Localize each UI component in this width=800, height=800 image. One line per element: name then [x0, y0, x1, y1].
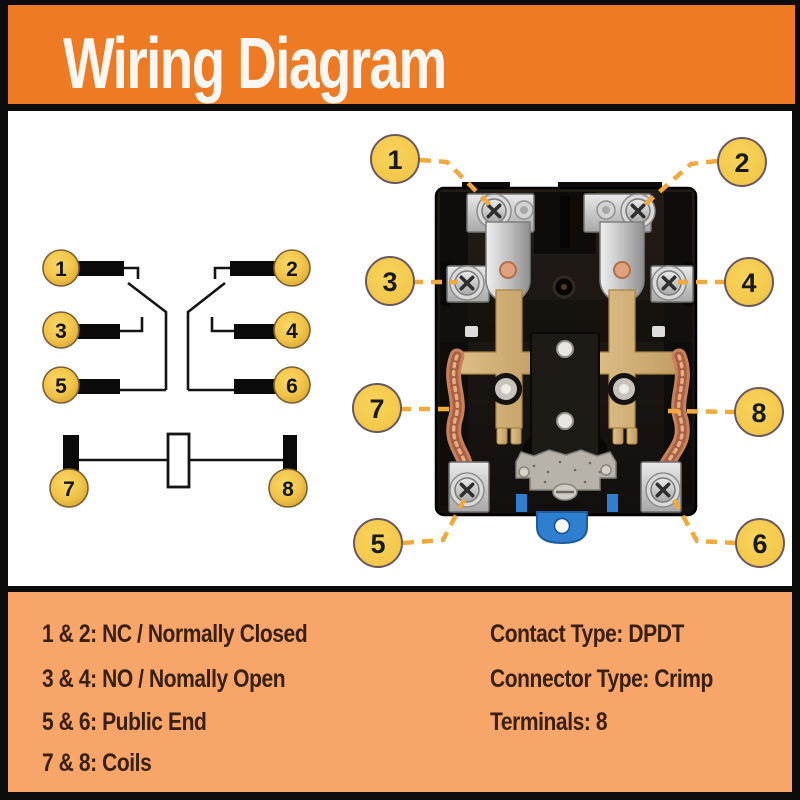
pinout-schematic: 1 2 3 4 5 — [42, 249, 311, 508]
spec-terminals-text: Terminals: 8 — [490, 708, 608, 736]
side-pin-left — [465, 326, 478, 337]
terminal-callout-4: 4 — [724, 257, 774, 307]
svg-text:5: 5 — [55, 375, 67, 398]
copper-braid-right — [655, 348, 690, 480]
callout-line-6 — [672, 498, 737, 546]
pin-callout-6: 6 — [273, 366, 311, 404]
terminal-callout-5: 5 — [353, 518, 403, 568]
svg-text:7: 7 — [63, 478, 75, 501]
legend-item-no-text: 3 & 4: NO / Nomally Open — [42, 665, 286, 693]
pivot-rivet-right — [608, 373, 640, 405]
svg-text:5: 5 — [370, 529, 385, 559]
small-screw-right-center — [602, 206, 610, 214]
photo-callout-circles: 1 2 3 4 7 — [352, 134, 785, 568]
callout-line-5 — [402, 498, 466, 546]
armature-clip-screw-right — [600, 464, 612, 476]
terminal-callout-8: 8 — [734, 387, 784, 437]
main-area: 1 2 3 4 5 — [8, 111, 792, 586]
terminal-callout-3: 3 — [365, 256, 415, 306]
copper-braid-left — [446, 348, 475, 480]
center-pin-top — [556, 340, 574, 358]
header-banner: Wiring Diagram — [8, 5, 795, 104]
spec-connector-type: Connector Type: Crimp — [490, 665, 755, 694]
svg-text:8: 8 — [751, 398, 766, 428]
legend-item-public-end: 5 & 6: Public End — [42, 708, 238, 737]
pin-callout-3: 3 — [42, 311, 80, 349]
svg-text:1: 1 — [387, 145, 402, 175]
pin-callout-4: 4 — [273, 311, 311, 349]
armature-speckles — [532, 460, 602, 484]
armature-clip-screw-left — [518, 466, 530, 478]
photo-callout-lines — [400, 157, 737, 546]
terminal-screw-5 — [448, 471, 486, 509]
side-pin-right — [652, 326, 665, 337]
pin-callout-7: 7 — [49, 468, 89, 508]
armature-plate — [515, 449, 617, 491]
leaf-spring-prongs — [496, 427, 638, 445]
pin-callout-2: 2 — [273, 249, 311, 287]
contact-rivet-left — [499, 261, 517, 279]
schematic-pin-callouts: 1 2 3 4 5 — [42, 249, 311, 508]
legend-item-nc-text: 1 & 2: NC / Normally Closed — [42, 620, 308, 648]
mount-tab-hole — [553, 517, 571, 535]
terminal-callout-7: 7 — [352, 383, 402, 433]
spec-connector-type-text: Connector Type: Crimp — [490, 665, 713, 693]
pin-callout-5: 5 — [42, 366, 80, 404]
side-cap-left — [441, 262, 451, 306]
pivot-rivet-left — [490, 373, 522, 405]
svg-text:6: 6 — [286, 375, 298, 398]
page-title: Wiring Diagram — [63, 24, 447, 104]
svg-text:3: 3 — [55, 320, 67, 343]
legend-item-public-end-text: 5 & 6: Public End — [42, 708, 207, 736]
spec-terminals: Terminals: 8 — [490, 708, 629, 737]
pin-callout-1: 1 — [42, 249, 80, 287]
svg-text:6: 6 — [752, 529, 767, 559]
svg-text:2: 2 — [734, 148, 749, 178]
svg-text:2: 2 — [286, 258, 298, 281]
contact-rivet-right — [613, 261, 631, 279]
callout-line-2 — [638, 158, 718, 211]
legend-item-no: 3 & 4: NO / Nomally Open — [42, 665, 331, 694]
callout-line-8 — [667, 408, 737, 415]
svg-text:8: 8 — [282, 478, 294, 501]
legend-item-nc: 1 & 2: NC / Normally Closed — [42, 620, 358, 649]
terminal-callout-2: 2 — [717, 137, 767, 187]
small-screw-left-center — [520, 206, 528, 214]
relay-center-slot — [560, 196, 570, 248]
terminal-callout-6: 6 — [735, 518, 785, 568]
terminal-callout-1: 1 — [370, 134, 420, 184]
schematic-wires — [79, 266, 284, 462]
relay-center-hole-dot — [561, 284, 567, 290]
center-pin-bottom — [556, 412, 574, 430]
mount-blue-right — [607, 494, 618, 512]
pin-callout-8: 8 — [268, 468, 308, 508]
svg-text:7: 7 — [369, 394, 384, 424]
mount-blue-left — [516, 494, 527, 512]
legend-panel: 1 & 2: NC / Normally Closed 3 & 4: NO / … — [8, 592, 792, 792]
spec-contact-type-text: Contact Type: DPDT — [490, 620, 684, 648]
svg-text:1: 1 — [55, 258, 67, 281]
spec-contact-type: Contact Type: DPDT — [490, 620, 721, 649]
svg-text:4: 4 — [286, 320, 298, 343]
callout-line-1 — [419, 157, 496, 211]
svg-text:4: 4 — [741, 268, 756, 298]
relay-photo — [434, 182, 698, 545]
legend-item-coils-text: 7 & 8: Coils — [42, 749, 152, 777]
coil-symbol — [166, 432, 191, 489]
legend-item-coils: 7 & 8: Coils — [42, 749, 172, 778]
svg-text:3: 3 — [382, 267, 397, 297]
